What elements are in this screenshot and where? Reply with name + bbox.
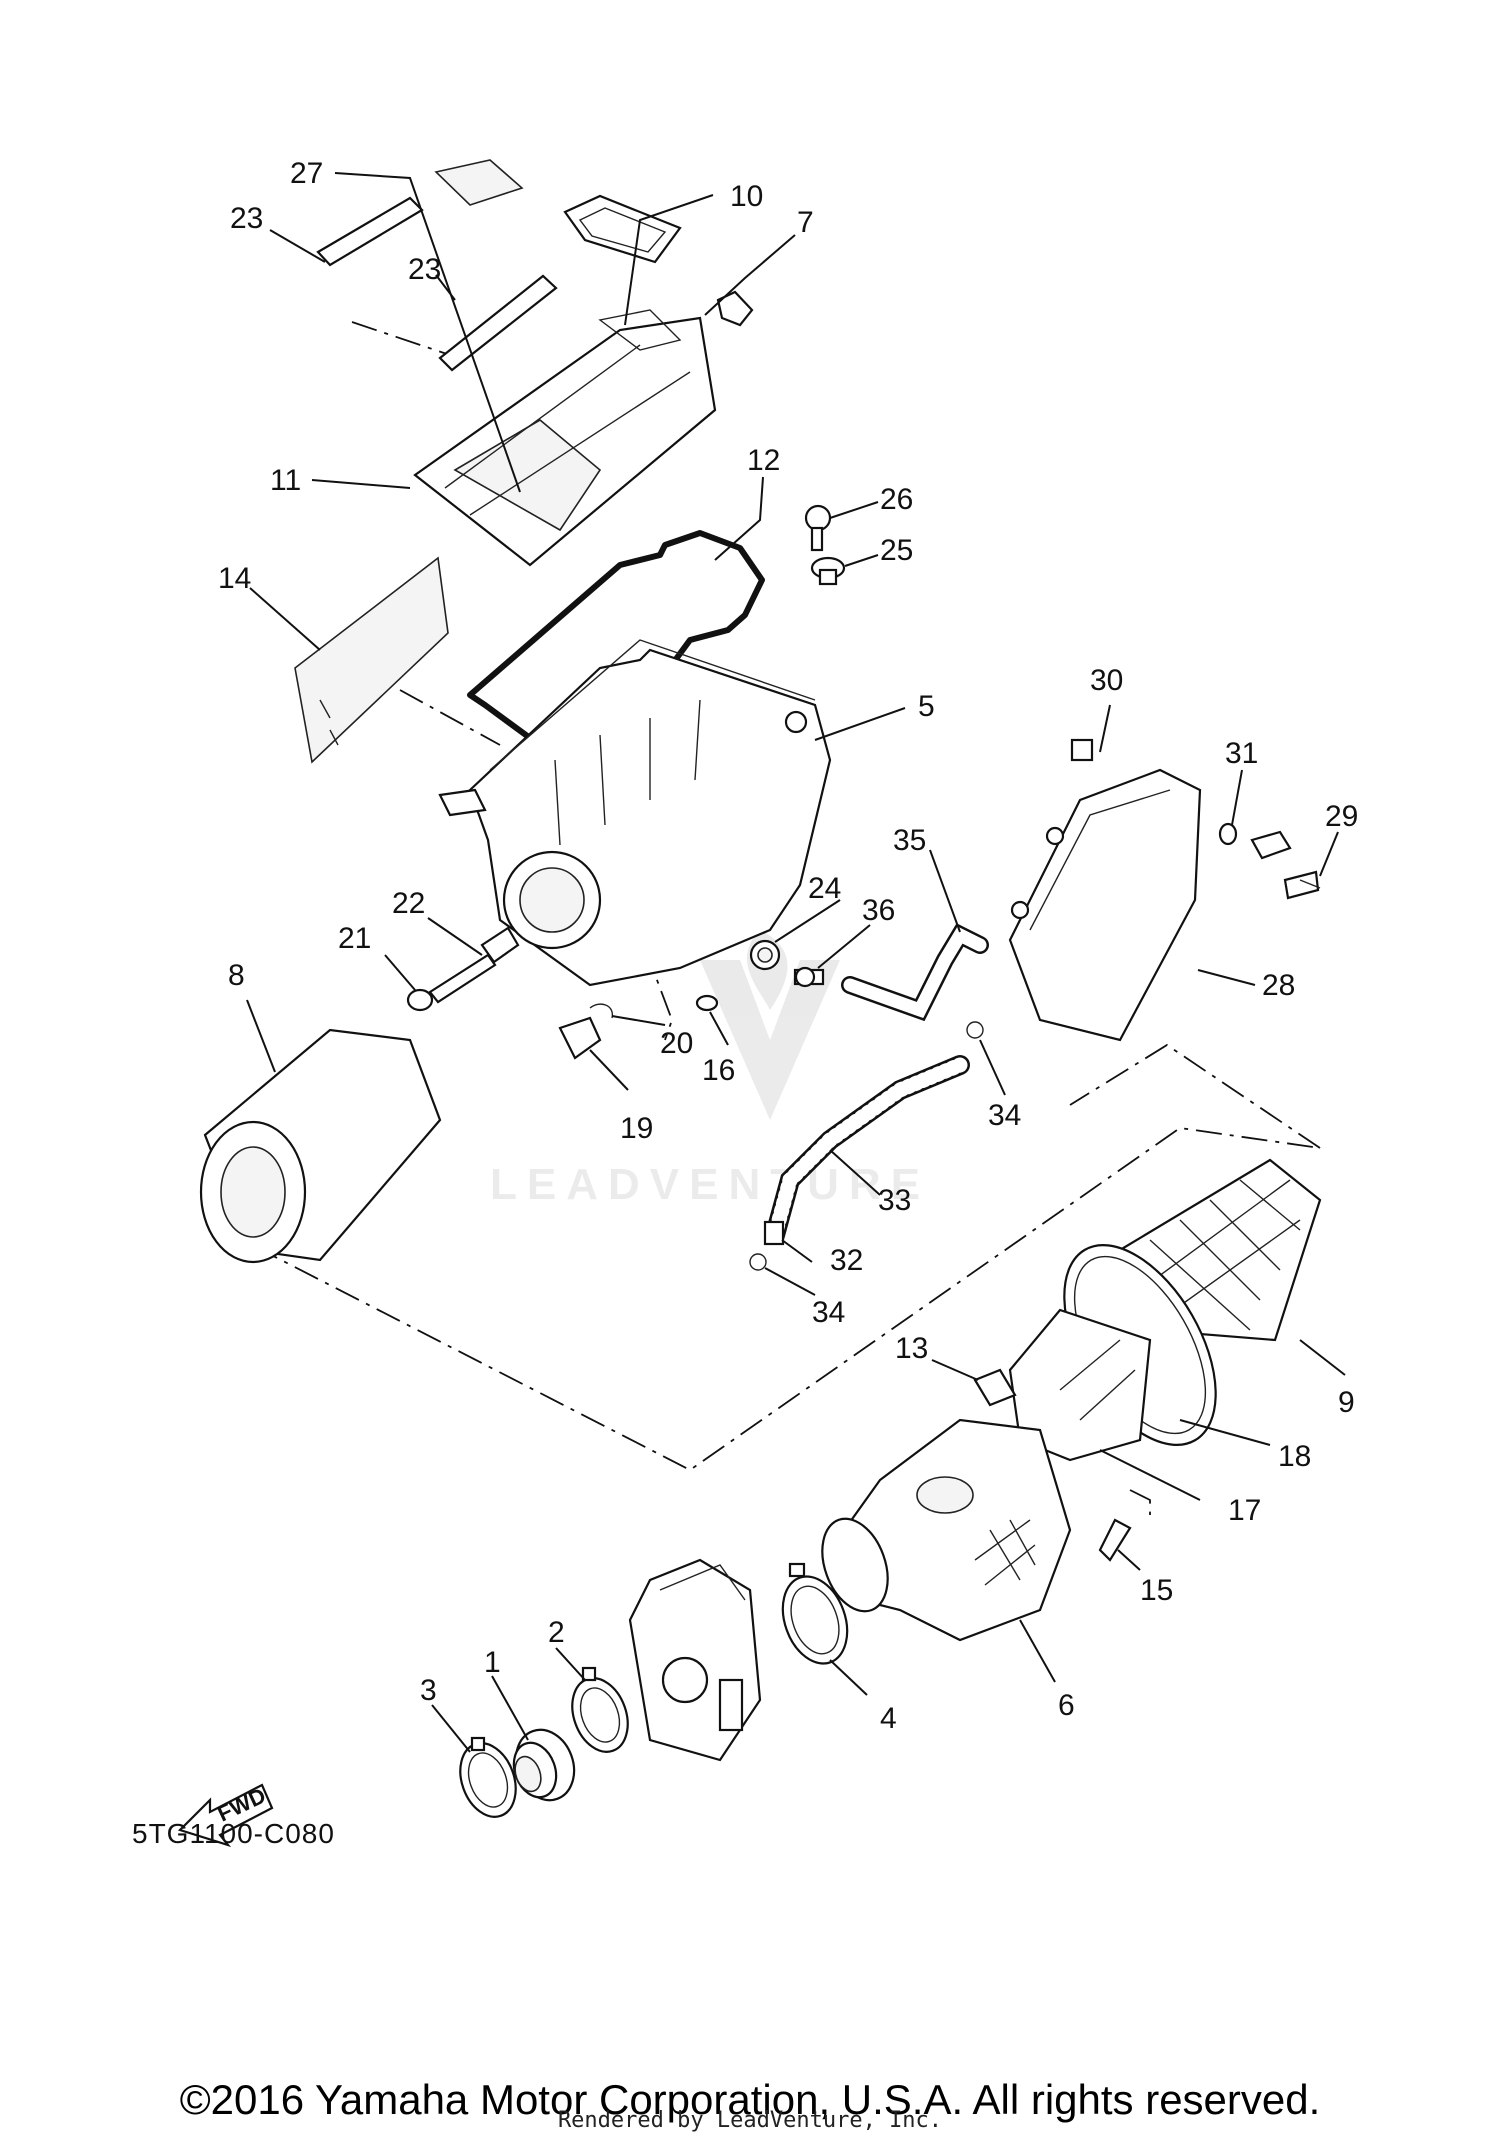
part-27-pad[interactable] (434, 159, 524, 206)
callout-9[interactable]: 9 (1338, 1386, 1355, 1419)
part-30-nut[interactable] (1070, 738, 1094, 762)
callout-3[interactable]: 3 (420, 1674, 437, 1707)
callout-20[interactable]: 20 (660, 1027, 693, 1060)
callout-22[interactable]: 22 (392, 887, 425, 920)
part-4-hose-clamp[interactable] (771, 1562, 858, 1673)
part-1-joint[interactable] (506, 1722, 583, 1809)
callout-23[interactable]: 23 (408, 253, 441, 286)
callout-32[interactable]: 32 (830, 1244, 863, 1277)
part-13-clamp[interactable] (973, 1368, 1017, 1407)
callout-31[interactable]: 31 (1225, 737, 1258, 770)
part-15-rivet[interactable] (1098, 1518, 1132, 1562)
copyright-notice: ©2016 Yamaha Motor Corporation, U.S.A. A… (179, 2076, 1321, 2123)
callout-17[interactable]: 17 (1228, 1494, 1261, 1527)
callout-19[interactable]: 19 (620, 1112, 653, 1145)
callout-10[interactable]: 10 (730, 180, 763, 213)
part-28-side-cover[interactable] (1008, 768, 1202, 1042)
callout-8[interactable]: 8 (228, 959, 245, 992)
part-24-grommet[interactable] (749, 939, 781, 971)
callout-5[interactable]: 5 (918, 690, 935, 723)
part-31-washer[interactable] (1218, 822, 1238, 846)
callout-11[interactable]: 11 (270, 464, 301, 497)
callout-1[interactable]: 1 (484, 1646, 501, 1679)
callout-21[interactable]: 21 (338, 922, 371, 955)
callout-35[interactable]: 35 (893, 824, 926, 857)
callout-14[interactable]: 14 (218, 562, 251, 595)
callout-34[interactable]: 34 (988, 1099, 1021, 1132)
part-16-washer[interactable] (695, 994, 719, 1012)
watermark: LEADVENTURE (490, 1160, 931, 1209)
carburetor[interactable] (628, 1558, 762, 1762)
callout-28[interactable]: 28 (1262, 969, 1295, 1002)
callout-25[interactable]: 25 (880, 534, 913, 567)
part-22-bolt[interactable] (428, 926, 520, 1004)
callout-2[interactable]: 2 (548, 1616, 565, 1649)
part-21-washer[interactable] (406, 988, 434, 1012)
callout-34[interactable]: 34 (812, 1296, 845, 1329)
callout-leaders (246, 172, 1346, 1753)
part-6-intake-boot[interactable] (810, 1418, 1072, 1642)
part-23-seal-strip-a[interactable] (316, 196, 424, 267)
callout-numbers: 27 10 23 23 7 11 12 26 25 14 5 30 31 29 … (218, 157, 1358, 1735)
callout-7[interactable]: 7 (797, 206, 814, 239)
callout-27[interactable]: 27 (290, 157, 323, 190)
part-29-screw-clamp[interactable] (1250, 830, 1321, 900)
part-11-air-box-cover[interactable] (413, 309, 717, 567)
callout-29[interactable]: 29 (1325, 800, 1358, 833)
callout-13[interactable]: 13 (895, 1332, 928, 1365)
callout-6[interactable]: 6 (1058, 1689, 1075, 1722)
part-20-clip[interactable] (589, 1003, 614, 1019)
part-14-label[interactable] (294, 556, 449, 764)
part-19-bracket[interactable] (558, 1016, 602, 1060)
part-34-clamp-b[interactable] (749, 1253, 767, 1271)
callout-24[interactable]: 24 (808, 872, 841, 905)
part-26-bolt[interactable] (804, 504, 832, 552)
part-8-air-filter[interactable] (199, 1028, 442, 1264)
callout-15[interactable]: 15 (1140, 1574, 1173, 1607)
callout-30[interactable]: 30 (1090, 664, 1123, 697)
part-34-clamp-a[interactable] (966, 1021, 984, 1039)
callout-33[interactable]: 33 (878, 1184, 911, 1217)
part-32-hose-end[interactable] (763, 1220, 785, 1246)
callout-36[interactable]: 36 (862, 894, 895, 927)
callout-26[interactable]: 26 (880, 483, 913, 516)
callout-12[interactable]: 12 (747, 444, 780, 477)
callout-23[interactable]: 23 (230, 202, 263, 235)
part-25-grommet[interactable] (810, 556, 846, 586)
part-35-hose[interactable] (841, 923, 989, 1022)
part-33-breather-hose[interactable] (765, 1055, 970, 1245)
callout-4[interactable]: 4 (880, 1702, 897, 1735)
part-7-clip[interactable] (716, 290, 754, 327)
callout-18[interactable]: 18 (1278, 1440, 1311, 1473)
part-2-clamp[interactable] (563, 1666, 638, 1760)
part-10-joint[interactable] (563, 194, 682, 264)
callout-16[interactable]: 16 (702, 1054, 735, 1087)
part-36-fitting[interactable] (793, 966, 825, 988)
part-5-air-box-case[interactable] (438, 639, 832, 987)
drawing-code: 5TG1100-C080 (132, 1818, 335, 1849)
rendered-by-notice: Rendered by LeadVenture, Inc. (557, 2108, 943, 2133)
part-23-seal-strip-b[interactable] (438, 274, 558, 372)
part-3-clamp[interactable] (451, 1735, 526, 1824)
